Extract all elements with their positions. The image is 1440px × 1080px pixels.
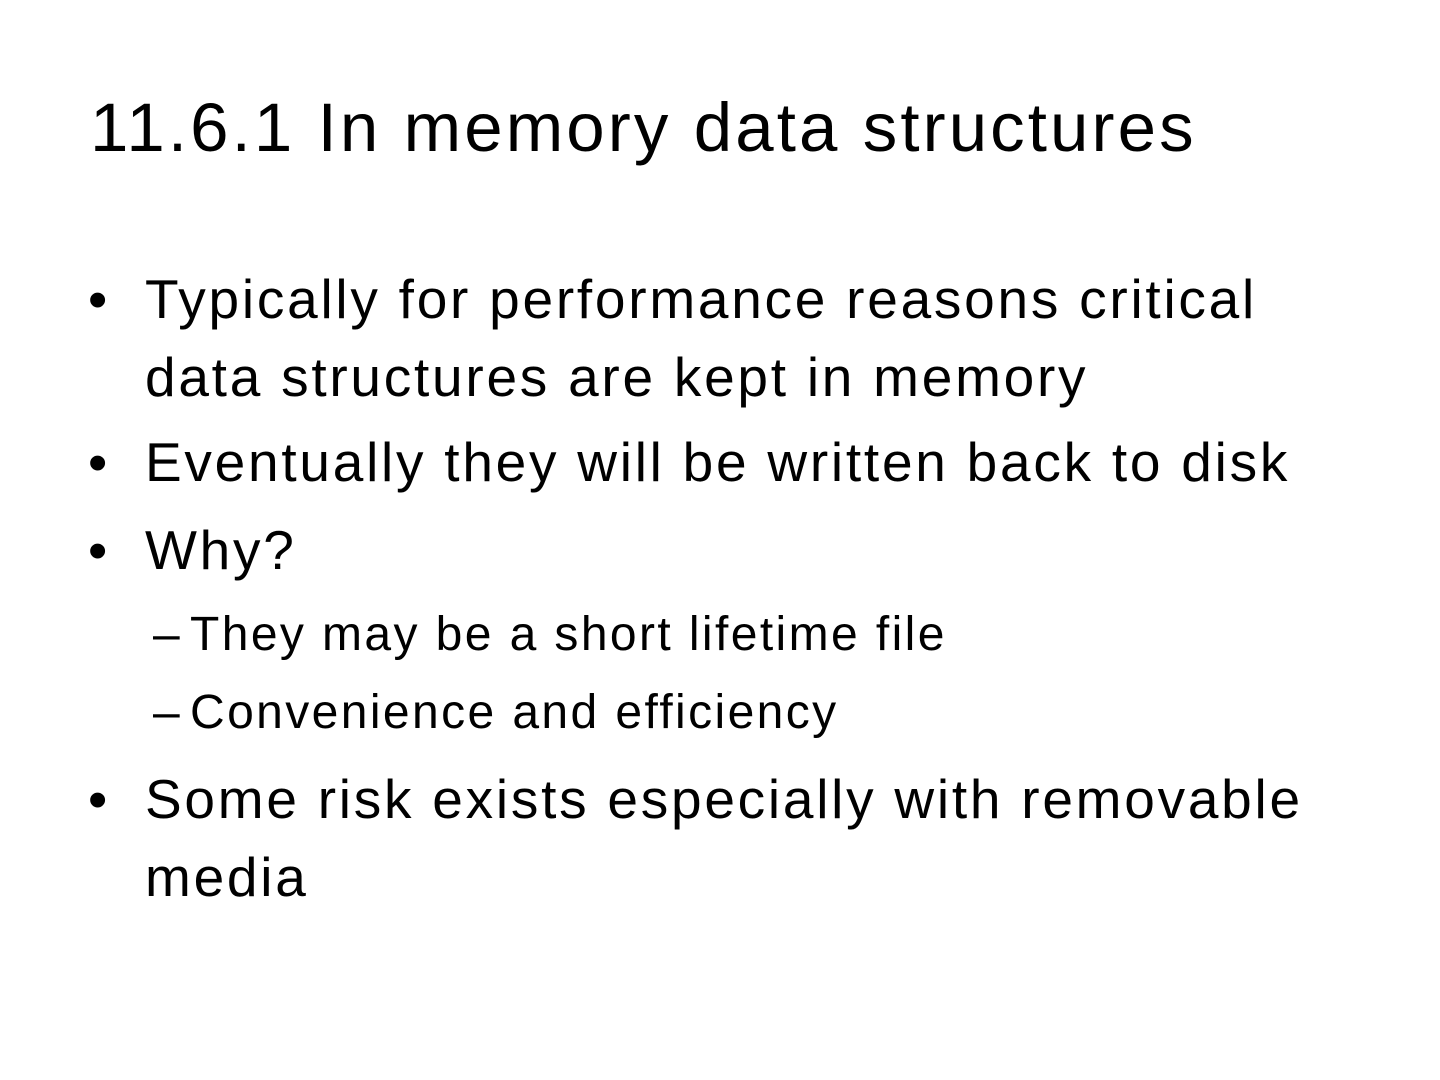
bullet-dot-icon: •: [88, 519, 111, 581]
bullet-item: • Some risk exists especially with remov…: [88, 760, 1303, 916]
bullet-text: Convenience and efficiency: [190, 680, 839, 746]
bullet-item: • Why?: [88, 511, 297, 589]
bullet-text: Eventually they will be written back to …: [145, 423, 1290, 501]
bullet-dot-icon: •: [88, 431, 111, 493]
bullet-line: Why?: [145, 519, 297, 581]
bullet-dot-icon: •: [88, 268, 111, 330]
bullet-item: • Typically for performance reasons crit…: [88, 260, 1257, 416]
bullet-text: Some risk exists especially with removab…: [145, 760, 1303, 916]
bullet-line: Convenience and efficiency: [190, 686, 839, 739]
bullet-line: Eventually they will be written back to …: [145, 431, 1291, 493]
bullet-dash-icon: –: [153, 686, 183, 739]
bullet-text: They may be a short lifetime file: [190, 602, 947, 668]
bullet-text: Typically for performance reasons critic…: [145, 260, 1257, 416]
bullet-dash-icon: –: [153, 608, 183, 661]
bullet-item: • Eventually they will be written back t…: [88, 423, 1290, 501]
slide-title: 11.6.1 In memory data structures: [90, 89, 1197, 166]
sub-bullet-item: – Convenience and efficiency: [153, 680, 839, 746]
bullet-text: Why?: [145, 511, 297, 589]
bullet-dot-icon: •: [88, 768, 111, 830]
bullet-line: data structures are kept in memory: [145, 346, 1089, 408]
bullet-line: Some risk exists especially with removab…: [145, 768, 1303, 830]
bullet-line: They may be a short lifetime file: [190, 608, 947, 661]
bullet-line: Typically for performance reasons critic…: [145, 268, 1257, 330]
bullet-line: media: [145, 846, 309, 908]
sub-bullet-item: – They may be a short lifetime file: [153, 602, 947, 668]
